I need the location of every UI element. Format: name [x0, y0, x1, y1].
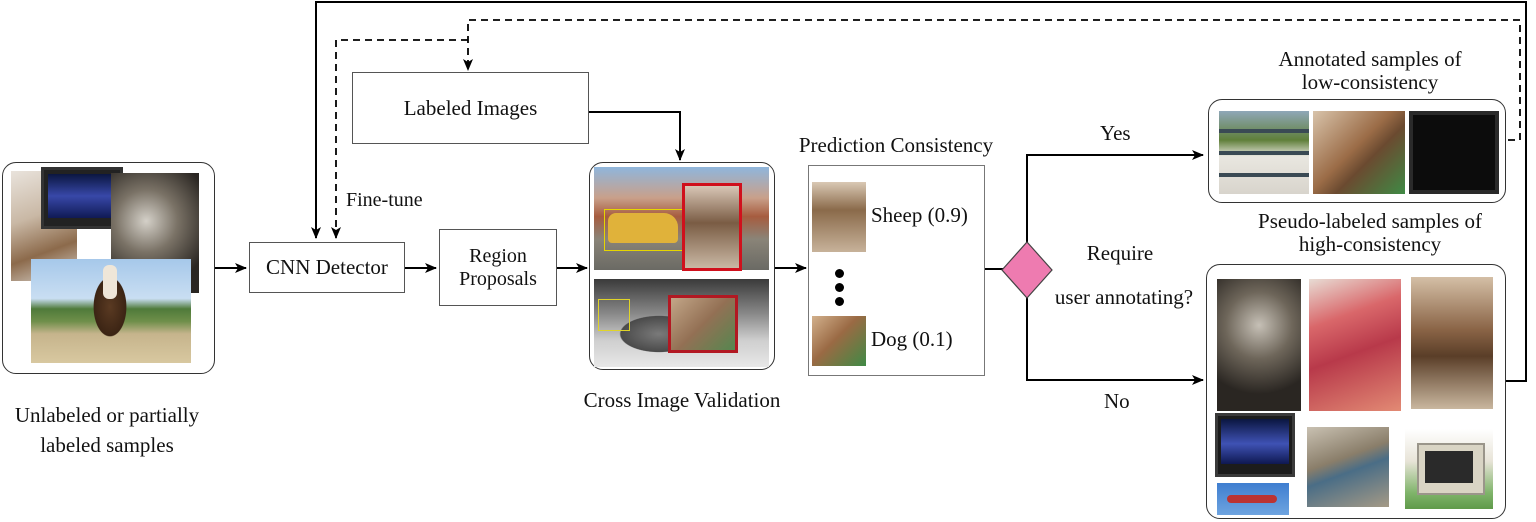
prediction-photo-sheep: [812, 182, 866, 252]
ellipsis-dot-2: [835, 283, 844, 292]
high-photo-sofa: [1307, 427, 1389, 507]
high-photo-cat: [1217, 279, 1301, 411]
region-proposals-label-2: Proposals: [459, 267, 537, 290]
input-samples-box: [2, 162, 215, 374]
prediction-sheep-label: Sheep (0.9): [871, 203, 968, 227]
decision-diamond: [1001, 241, 1053, 299]
high-photo-chairs: [1309, 279, 1401, 411]
validation-photo-street: [594, 167, 769, 271]
prediction-box: Sheep (0.9) Dog (0.1): [808, 165, 985, 376]
decision-question-line2: user annotating?: [1054, 285, 1194, 309]
ellipsis-dot-1: [835, 269, 844, 278]
low-consistency-title: Annotated samples of low-consistency: [1278, 47, 1462, 95]
arrow-labeled-to-validation: [589, 111, 685, 161]
validation-photo-cat: [594, 279, 769, 367]
arrow-no: [1026, 290, 1204, 385]
labeled-images-label: Labeled Images: [403, 95, 538, 120]
labeled-images-box: Labeled Images: [352, 72, 589, 144]
cross-validation-box: [589, 162, 775, 370]
no-label: No: [1104, 389, 1130, 413]
high-consistency-box: [1206, 264, 1506, 519]
high-photo-tv: [1405, 429, 1493, 509]
region-proposals-label-1: Region: [469, 244, 527, 267]
low-consistency-box: [1208, 99, 1506, 203]
yes-label: Yes: [1100, 121, 1131, 145]
low-photo-balcony: [1219, 111, 1309, 194]
prediction-title: Prediction Consistency: [798, 133, 994, 157]
feedback-loop-dashed-inner: [331, 39, 468, 239]
feedback-loop-dashed-top: [463, 19, 1521, 141]
high-photo-sheep: [1411, 277, 1493, 409]
prediction-dog-label: Dog (0.1): [871, 327, 953, 351]
arrow-yes: [1026, 150, 1204, 248]
high-consistency-title: Pseudo-labeled samples of high-consisten…: [1258, 209, 1482, 257]
sample-photo-horse: [31, 259, 191, 363]
feedback-loop-solid: [311, 1, 1527, 382]
region-proposals-box: Region Proposals: [439, 229, 557, 306]
cnn-detector-label: CNN Detector: [266, 255, 388, 279]
fine-tune-label: Fine-tune: [346, 189, 423, 211]
decision-question-line1: Require: [1086, 241, 1154, 265]
ellipsis-dot-3: [835, 297, 844, 306]
high-photo-airplane: [1217, 483, 1289, 515]
sample-photo-monitor: [41, 167, 123, 229]
high-photo-monitor: [1215, 413, 1295, 477]
input-caption: Unlabeled or partially labeled samples: [14, 403, 200, 458]
cross-validation-caption: Cross Image Validation: [583, 388, 781, 412]
low-photo-dog: [1313, 111, 1405, 194]
low-photo-monitor: [1409, 111, 1499, 194]
prediction-photo-dog: [812, 316, 866, 366]
cnn-detector-box: CNN Detector: [249, 242, 405, 293]
